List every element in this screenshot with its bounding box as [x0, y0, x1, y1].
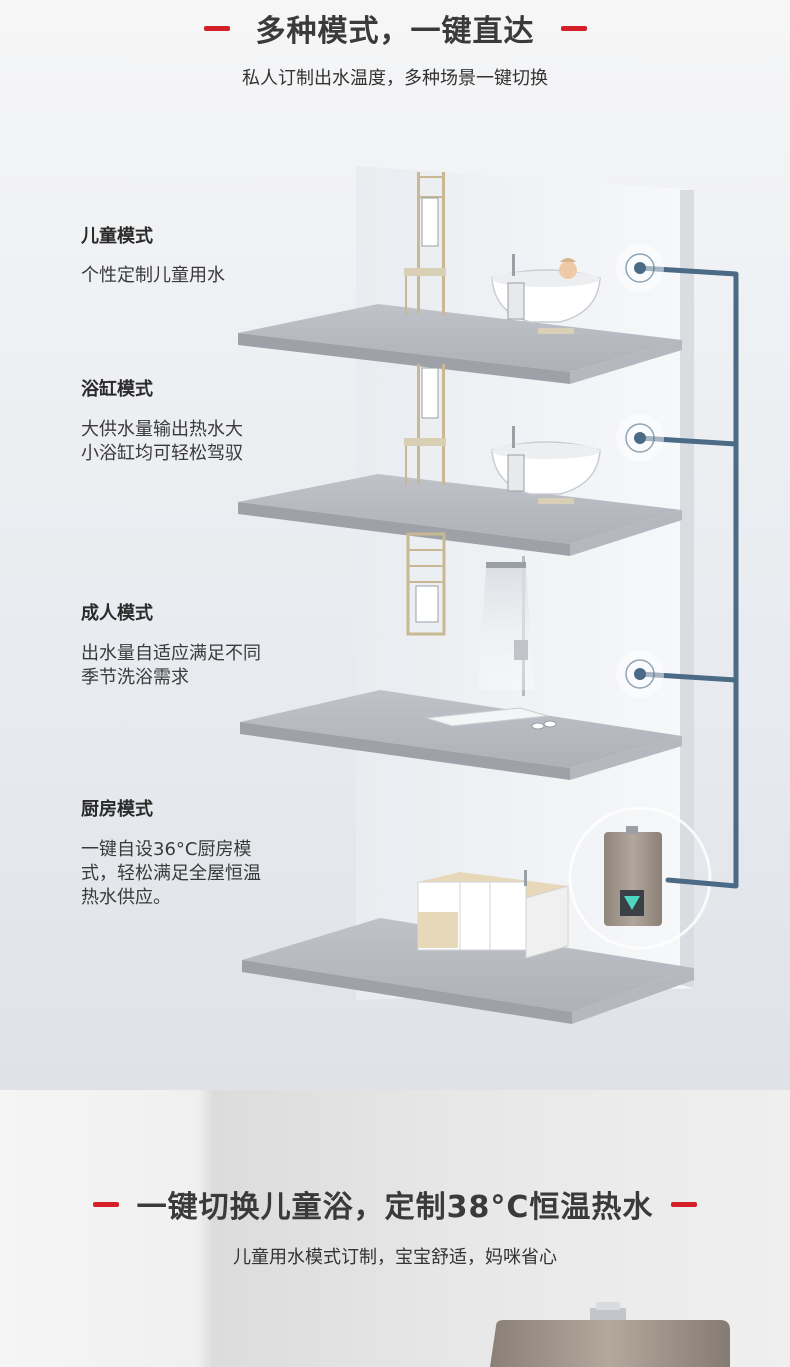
signal-node-1 [616, 244, 664, 292]
child-bath-subtitle: 儿童用水模式订制，宝宝舒适，妈咪省心 [233, 1247, 557, 1268]
title-dash-right-2 [671, 1201, 698, 1207]
mode-name-bathtub: 浴缸模式 [81, 379, 153, 400]
shower-3 [425, 556, 557, 730]
shelf-illustration [238, 166, 739, 1024]
mode-desc-kitchen: 一键自设36°C厨房模式，轻松满足全屋恒温热水供应。 [81, 839, 261, 908]
bathtub-2 [491, 426, 601, 504]
modes-title-row: 多种模式，一键直达 [0, 6, 790, 50]
child-bath-section: 一键切换儿童浴，定制38°C恒温热水 儿童用水模式订制，宝宝舒适，妈咪省心 [0, 1090, 790, 1367]
title-dash-left-2 [92, 1201, 119, 1207]
child-bath-title: 一键切换儿童浴，定制38°C恒温热水 [136, 1190, 654, 1225]
signal-node-2 [616, 414, 664, 462]
title-dash-right [560, 25, 587, 31]
mode-desc-child: 个性定制儿童用水 [81, 265, 225, 286]
towel-rack-1 [404, 172, 446, 316]
title-dash-left [203, 25, 230, 31]
heater-top-illustration [490, 1302, 730, 1367]
child-bath-title-row: 一键切换儿童浴，定制38°C恒温热水 [0, 1182, 790, 1226]
mode-name-kitchen: 厨房模式 [81, 799, 153, 820]
mode-name-adult: 成人模式 [81, 603, 153, 624]
shelf-4 [242, 918, 694, 1012]
mode-desc-adult: 出水量自适应满足不同季节洗浴需求 [81, 643, 261, 688]
signal-node-3 [616, 650, 664, 698]
modes-title: 多种模式，一键直达 [255, 14, 535, 49]
shelf-2 [238, 474, 682, 544]
shelf-1 [238, 304, 682, 372]
modes-section: 多种模式，一键直达 私人订制出水温度，多种场景一键切换 [0, 0, 790, 1090]
mode-name-child: 儿童模式 [81, 226, 153, 247]
towel-rail-3 [406, 532, 446, 636]
bathtub-1 [491, 254, 601, 334]
mode-desc-bathtub: 大供水量输出热水大小浴缸均可轻松驾驭 [81, 419, 243, 464]
water-heater [568, 806, 712, 950]
modes-subtitle: 私人订制出水温度，多种场景一键切换 [242, 68, 548, 89]
towel-rack-2 [404, 364, 446, 486]
shelf-3 [240, 690, 682, 768]
kitchen-cabinet-4 [417, 870, 569, 959]
